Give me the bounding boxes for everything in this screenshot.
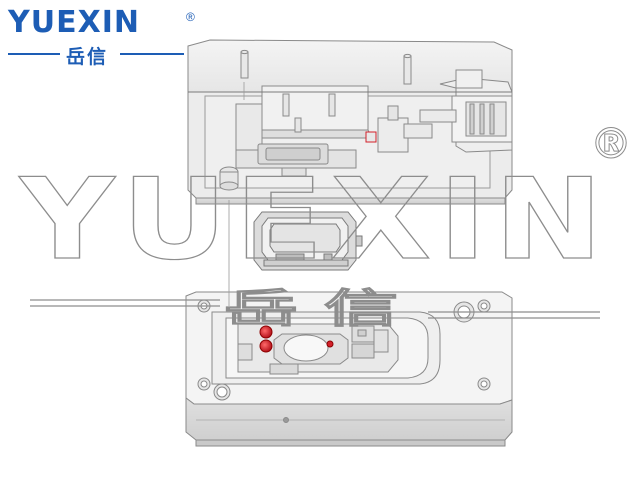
molded-part-watch-case (253, 211, 363, 271)
upper-mold-half (187, 39, 513, 205)
brand-name: YUEXIN (8, 5, 140, 40)
gate-marker-red (259, 325, 273, 339)
assembly-guide-lines (228, 82, 245, 306)
brand-rule-left (8, 53, 60, 55)
brand-registered-mark: ® (186, 10, 195, 24)
gate-marker-red (259, 339, 273, 353)
brand-logo: YUEXIN ® 岳信 (8, 6, 198, 68)
brand-subtitle-row: 岳信 (8, 42, 184, 68)
gate-marker-red (326, 340, 334, 348)
brand-name-cn: 岳信 (66, 46, 109, 68)
lower-mold-half (185, 291, 513, 447)
brand-rule-right (120, 53, 184, 55)
